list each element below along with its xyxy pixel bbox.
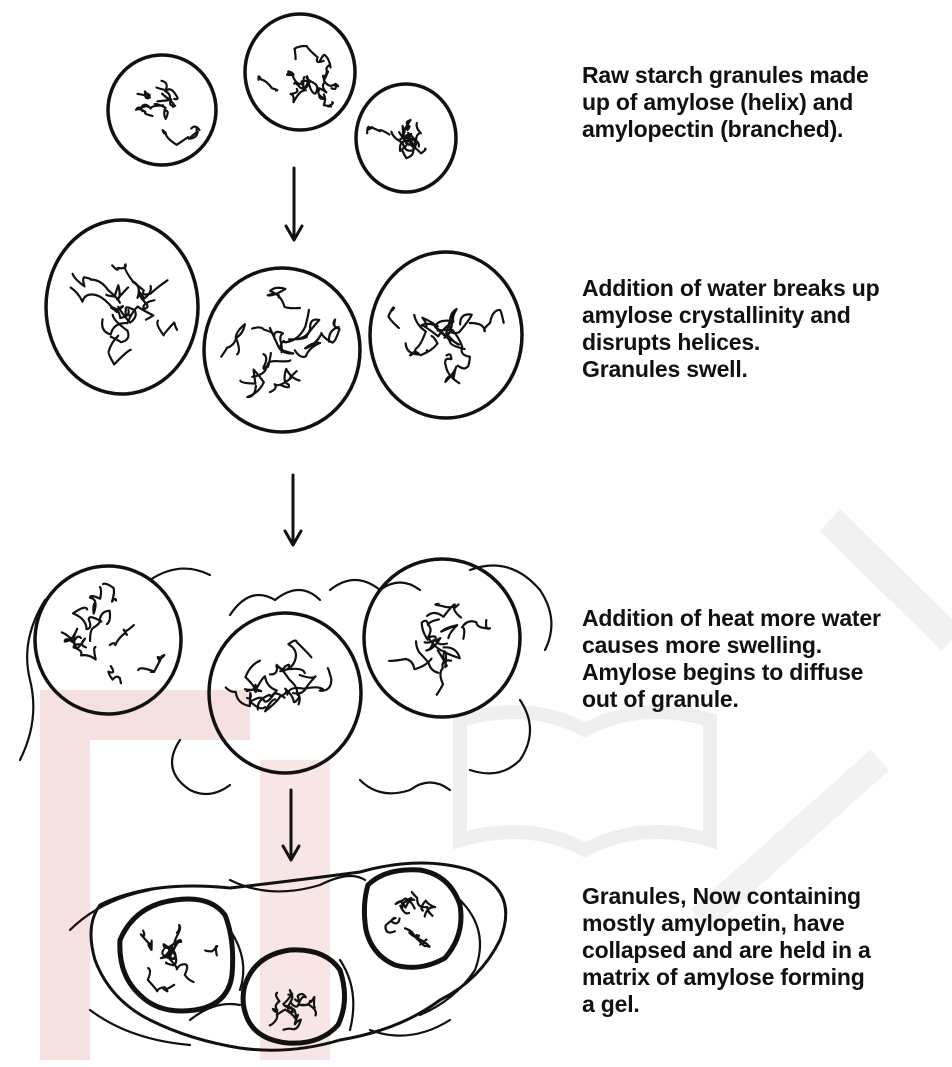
collapsed-granule xyxy=(364,870,461,968)
watermark-book xyxy=(460,712,710,850)
amylopectin-chain xyxy=(138,655,164,672)
caption-line: up of amylose (helix) and xyxy=(582,89,950,116)
raw-granule xyxy=(108,55,216,165)
amylopectin-chain xyxy=(470,310,504,331)
caption-line: matrix of amylose forming xyxy=(582,964,950,991)
amylopectin-chain xyxy=(367,127,389,135)
amylopectin-chain xyxy=(437,660,451,694)
caption-line: disrupts helices. xyxy=(582,329,950,356)
amylose-strand xyxy=(470,566,551,651)
amylose-strand xyxy=(230,590,320,615)
amylopectin-chain xyxy=(258,76,277,90)
amylopectin-chain xyxy=(287,668,331,695)
amylopectin-chain xyxy=(386,918,400,933)
amylopectin-chain xyxy=(90,587,101,614)
amylopectin-chain xyxy=(281,310,309,350)
caption-line: Granules, Now containing xyxy=(582,883,950,910)
caption-line: a gel. xyxy=(582,991,950,1018)
amylopectin-chain xyxy=(110,625,134,645)
amylopectin-chain xyxy=(321,320,339,343)
amylose-strand xyxy=(370,1020,450,1036)
amylopectin-chain xyxy=(108,666,121,683)
amylopectin-chain xyxy=(141,931,152,950)
amylopectin-chain xyxy=(268,353,291,367)
amylopectin-chain xyxy=(287,71,294,75)
caption-line: mostly amylopetin, have xyxy=(582,910,950,937)
stage-2-caption: Addition of water breaks up amylose crys… xyxy=(582,275,950,383)
raw-granule xyxy=(245,14,355,130)
caption-line: amylose crystallinity and xyxy=(582,302,950,329)
amylopectin-chain xyxy=(141,105,163,109)
amylopectin-chain xyxy=(389,308,399,329)
caption-line: causes more swelling. xyxy=(582,632,950,659)
amylopectin-chain xyxy=(268,288,300,308)
stage-3-caption: Addition of heat more water causes more … xyxy=(582,605,950,713)
stage-4-caption: Granules, Now containing mostly amylopet… xyxy=(582,883,950,1018)
amylopectin-chain xyxy=(148,968,174,991)
amylopectin-chain xyxy=(291,89,306,102)
caption-line: Granules swell. xyxy=(582,356,950,383)
arrow-down xyxy=(286,168,302,240)
caption-line: Amylose begins to diffuse xyxy=(582,659,950,686)
arrow-down xyxy=(285,475,301,545)
amylopectin-chain xyxy=(103,584,116,602)
amylopectin-chain xyxy=(462,620,490,639)
amylopectin-chain xyxy=(406,315,426,355)
amylopectin-chain xyxy=(157,321,177,336)
amylopectin-chain xyxy=(320,55,331,80)
amylopectin-chain xyxy=(189,127,200,139)
caption-line: collapsed and are held in a xyxy=(582,937,950,964)
amylopectin-chain xyxy=(324,94,333,106)
caption-line: out of granule. xyxy=(582,686,950,713)
heated-granule xyxy=(364,559,520,717)
caption-line: Raw starch granules made xyxy=(582,62,950,89)
caption-line: Addition of heat more water xyxy=(582,605,950,632)
caption-line: Addition of water breaks up xyxy=(582,275,950,302)
amylose-strand xyxy=(330,580,420,590)
caption-line: amylopectin (branched). xyxy=(582,116,950,143)
amylopectin-chain xyxy=(441,625,457,638)
amylose-strand xyxy=(150,569,210,580)
amylopectin-chain xyxy=(404,120,411,130)
amylopectin-chain xyxy=(221,324,245,357)
amylopectin-chain xyxy=(205,946,217,955)
amylose-strand xyxy=(172,740,230,794)
amylose-strand xyxy=(420,900,480,1015)
amylopectin-chain xyxy=(138,92,150,99)
amylopectin-chain xyxy=(163,130,188,145)
stage-1-caption: Raw starch granules made up of amylose (… xyxy=(582,62,950,143)
amylopectin-chain xyxy=(270,371,297,392)
amylopectin-chain xyxy=(295,46,324,62)
amylose-strand xyxy=(360,780,450,793)
amylopectin-chain xyxy=(90,611,110,641)
